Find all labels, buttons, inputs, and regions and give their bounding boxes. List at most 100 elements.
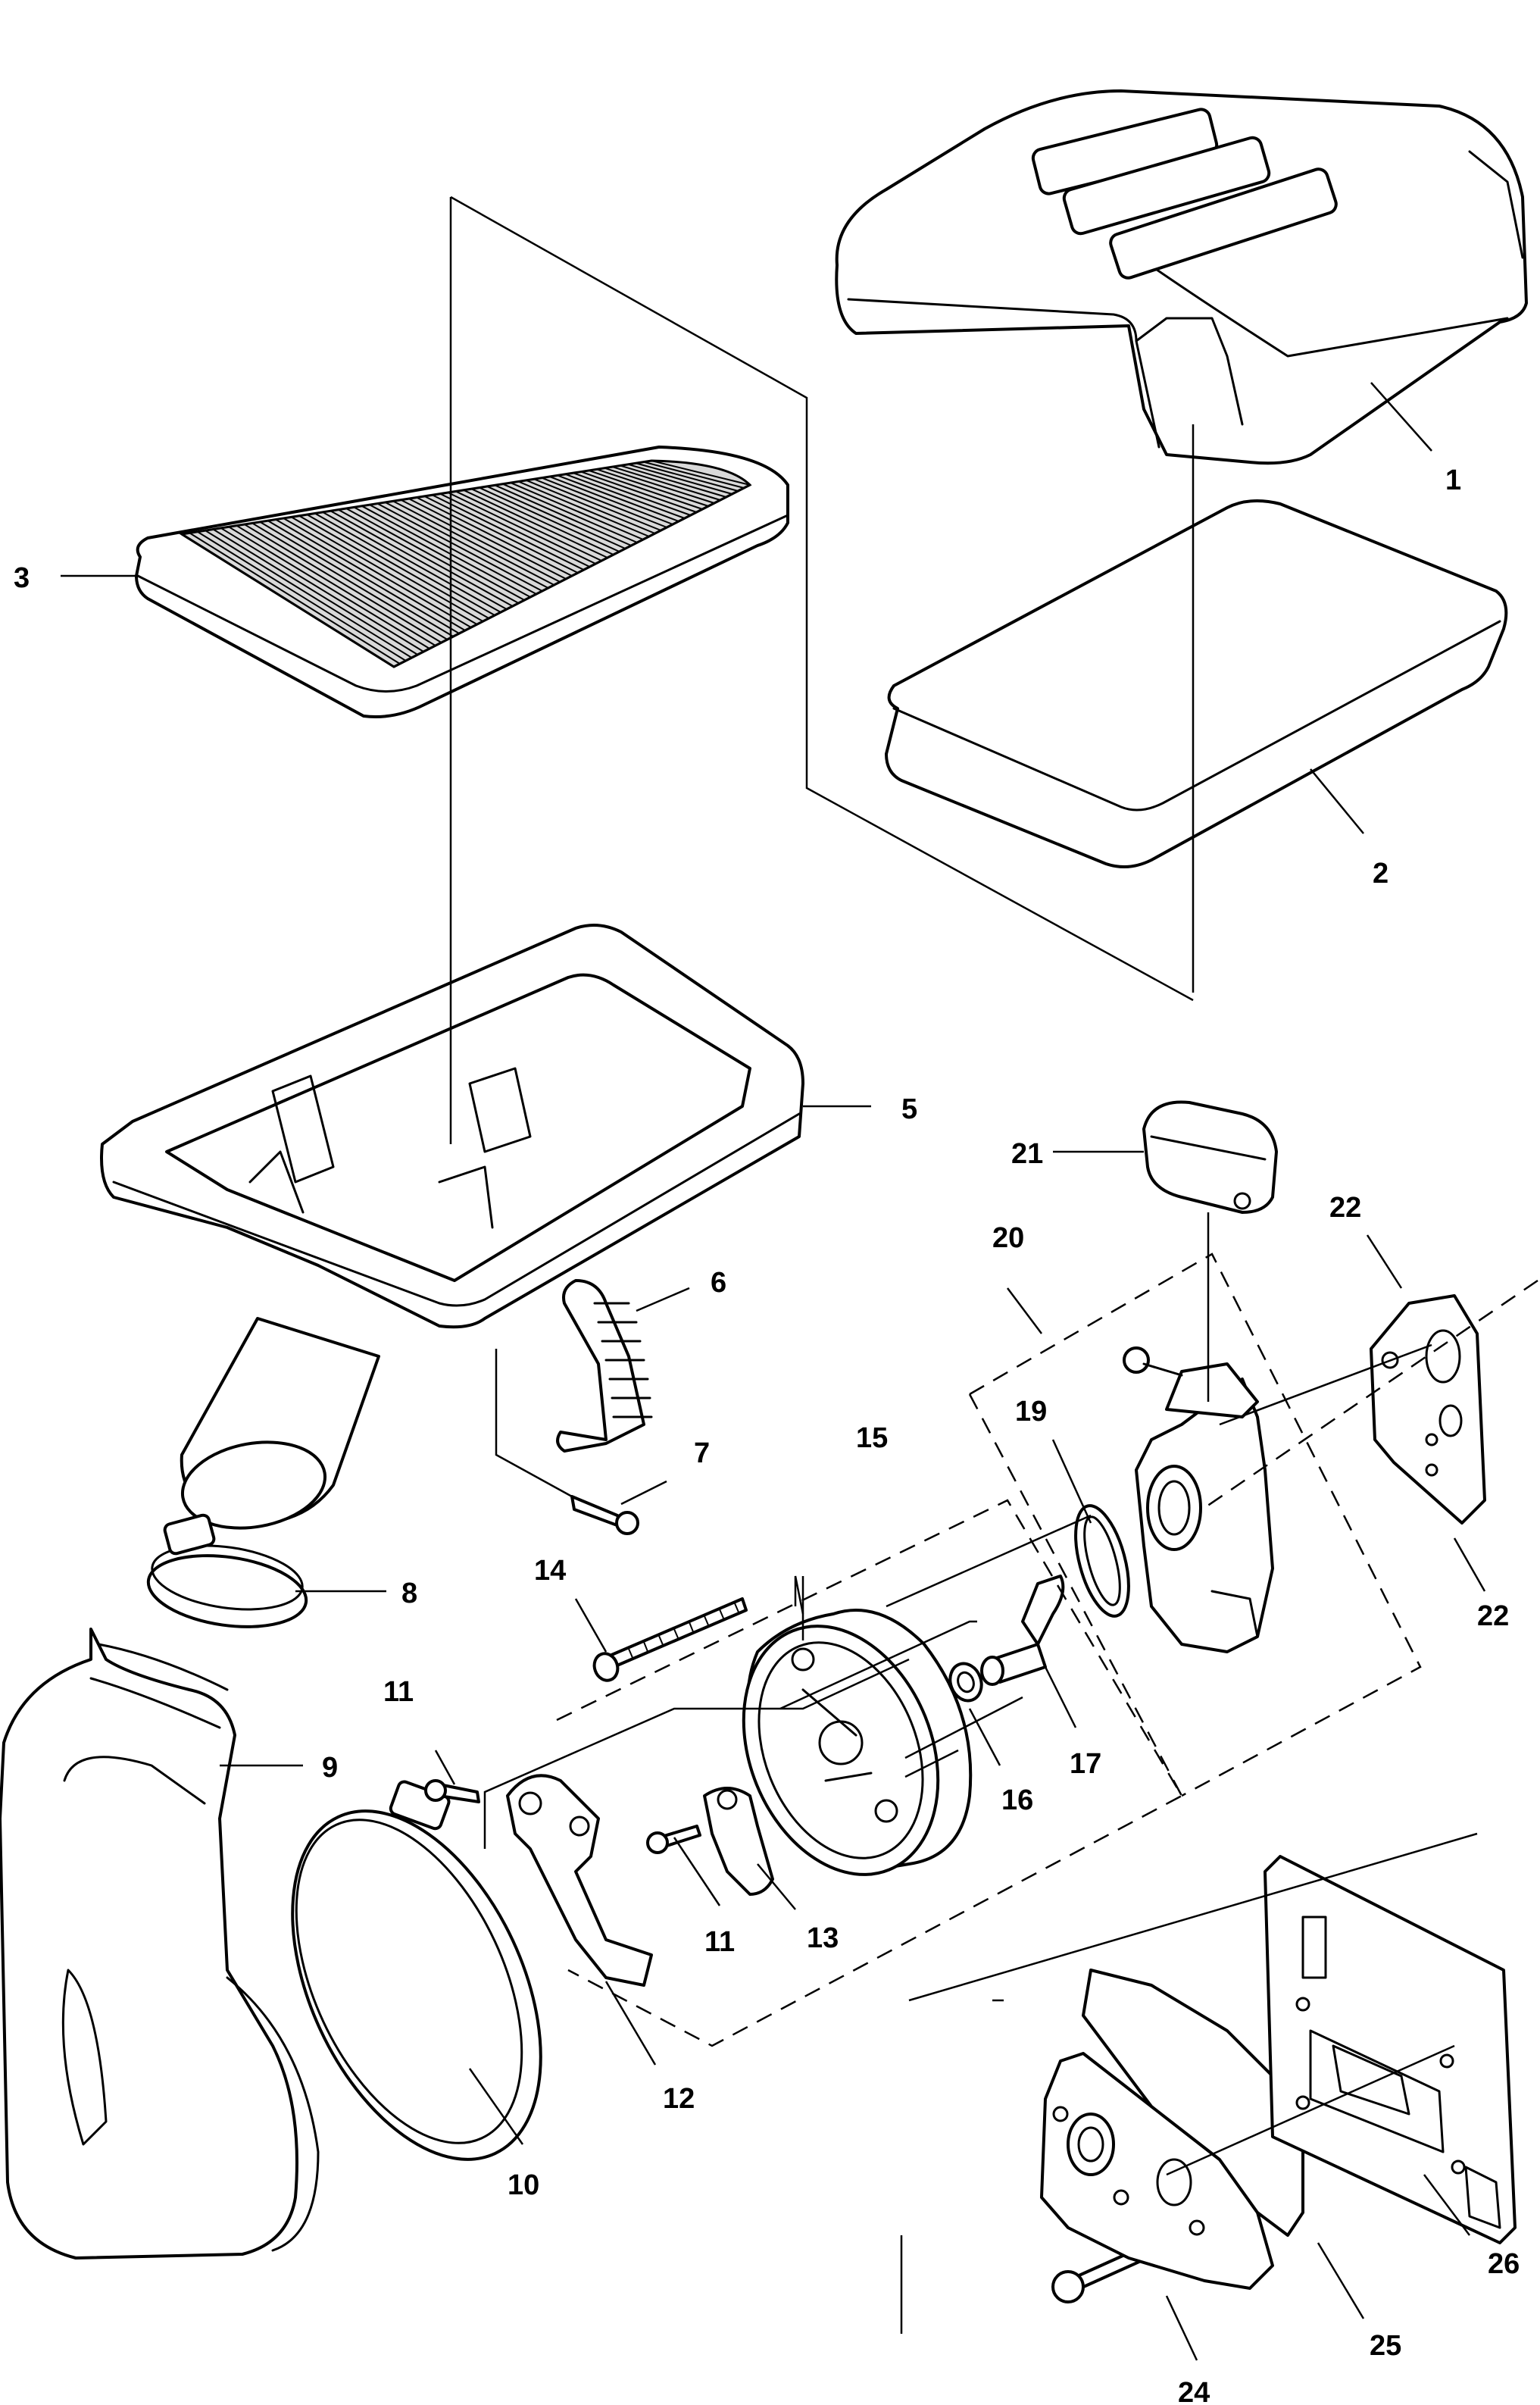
filter-pleat-line bbox=[314, 512, 495, 616]
callout-17: 17 bbox=[1070, 1748, 1101, 1780]
callout-3: 3 bbox=[14, 562, 30, 594]
callout-1: 1 bbox=[1445, 464, 1461, 496]
part-19-gasket bbox=[1074, 1504, 1130, 1618]
part-3-pleats bbox=[181, 460, 751, 668]
filter-pleat-line bbox=[557, 474, 679, 522]
filter-pleat-line bbox=[275, 518, 466, 631]
filter-pleat-line bbox=[517, 480, 650, 537]
part-8-hose-clamp bbox=[146, 1513, 308, 1628]
filter-pleat-line bbox=[502, 483, 638, 543]
filter-pleat-line bbox=[589, 469, 703, 510]
filter-pleat-line bbox=[259, 521, 454, 637]
filter-pleat-line bbox=[439, 493, 590, 568]
part-6-strap bbox=[556, 1279, 653, 1453]
callout-leaders bbox=[61, 382, 1486, 2361]
filter-pleat-line bbox=[322, 511, 501, 613]
callout-21: 21 bbox=[1011, 1138, 1043, 1170]
filter-pleat-line bbox=[306, 514, 489, 619]
callout-10: 10 bbox=[508, 2169, 539, 2201]
filter-pleat-line bbox=[298, 514, 483, 622]
callout-20: 20 bbox=[992, 1222, 1024, 1254]
callout-6: 6 bbox=[711, 1267, 726, 1299]
callout-8: 8 bbox=[401, 1578, 417, 1609]
callout-7: 7 bbox=[694, 1437, 710, 1469]
filter-pleat-line bbox=[244, 524, 442, 643]
filter-pleat-line bbox=[494, 484, 632, 546]
part-11-screw-a bbox=[424, 1779, 480, 1803]
filter-pleat-line bbox=[596, 468, 709, 507]
filter-pleat-line bbox=[283, 518, 472, 628]
filter-pleat-line bbox=[612, 466, 721, 501]
part-2-filter-pad bbox=[885, 499, 1508, 868]
filter-pleat-line bbox=[564, 473, 686, 519]
filter-pleat-line bbox=[636, 462, 739, 492]
carburetor bbox=[1123, 1346, 1274, 1653]
callout-9: 9 bbox=[322, 1752, 338, 1784]
filter-pleat-line bbox=[228, 526, 430, 649]
part-25-intake-manifold bbox=[1040, 1969, 1304, 2290]
filter-pleat-line bbox=[236, 524, 436, 646]
callout-14: 14 bbox=[534, 1555, 566, 1587]
filter-pleat-line bbox=[416, 496, 573, 577]
part-14-bolt bbox=[592, 1597, 748, 1682]
callout-13: 13 bbox=[807, 1922, 839, 1954]
callout-22-bottom: 22 bbox=[1477, 1600, 1509, 1632]
part-21-cap bbox=[1142, 1100, 1278, 1214]
part-11-screw-b bbox=[646, 1825, 701, 1854]
callout-26: 26 bbox=[1488, 2248, 1520, 2280]
part-9-intake-bellows bbox=[0, 1628, 320, 2260]
filter-pleat-line bbox=[580, 471, 697, 513]
part-7-screw bbox=[570, 1495, 639, 1535]
part-22-gasket-plate bbox=[1370, 1294, 1486, 1525]
callout-22-top: 22 bbox=[1329, 1192, 1361, 1224]
filter-pleat-line bbox=[353, 506, 525, 601]
filter-pleat-line bbox=[526, 479, 656, 534]
filter-pleat-line bbox=[651, 460, 751, 486]
filter-pleat-line bbox=[212, 528, 418, 655]
callout-12: 12 bbox=[663, 2083, 695, 2115]
filter-pleat-line bbox=[470, 488, 614, 555]
part-17-spindle bbox=[980, 1575, 1065, 1686]
filter-pleat-line bbox=[361, 505, 531, 598]
filter-pleat-line bbox=[181, 533, 395, 668]
filter-pleat-line bbox=[376, 502, 543, 592]
assembly-lines bbox=[449, 195, 1478, 2334]
filter-pleat-line bbox=[510, 482, 644, 540]
filter-pleat-line bbox=[220, 527, 424, 652]
callout-5: 5 bbox=[901, 1093, 917, 1125]
part-1-filter-cover bbox=[835, 89, 1528, 465]
filter-pleat-line bbox=[533, 478, 661, 531]
dashed-group-outlines bbox=[556, 1253, 1538, 2047]
filter-pleat-line bbox=[345, 508, 519, 604]
part-12-bracket bbox=[506, 1774, 653, 1987]
filter-pleat-line bbox=[486, 486, 626, 549]
filter-pleat-line bbox=[369, 504, 537, 595]
filter-pleat-line bbox=[620, 464, 726, 498]
filter-pleat-line bbox=[385, 502, 549, 589]
filter-pleat-line bbox=[627, 463, 733, 495]
filter-pleat-line bbox=[408, 498, 567, 580]
filter-pleat-line bbox=[197, 530, 407, 661]
part-26-gasket-sheet bbox=[1264, 1855, 1517, 2244]
filter-pleat-line bbox=[479, 486, 620, 552]
filter-pleat-line bbox=[463, 489, 608, 558]
callout-19: 19 bbox=[1015, 1396, 1047, 1428]
part-5-filter-housing bbox=[100, 924, 804, 1530]
callout-15: 15 bbox=[856, 1422, 888, 1454]
filter-pleat-line bbox=[455, 490, 602, 561]
callout-11-top: 11 bbox=[383, 1676, 414, 1708]
callout-11-bottom: 11 bbox=[704, 1926, 735, 1958]
filter-pleat-line bbox=[549, 476, 673, 525]
filter-pleat-line bbox=[330, 510, 508, 610]
filter-pleat-line bbox=[573, 472, 692, 516]
filter-pleat-line bbox=[604, 467, 715, 504]
filter-pleat-line bbox=[338, 508, 514, 607]
filter-pleat-line bbox=[392, 500, 554, 586]
filter-pleat-line bbox=[432, 494, 585, 571]
callout-labels: 1 2 3 5 6 7 8 9 10 11 11 12 13 14 15 16 … bbox=[14, 464, 1520, 2405]
filter-pleat-line bbox=[643, 461, 745, 489]
part-3-pleated-filter bbox=[135, 446, 789, 718]
filter-pleat-line bbox=[291, 516, 478, 625]
filter-pleat-line bbox=[447, 492, 596, 565]
